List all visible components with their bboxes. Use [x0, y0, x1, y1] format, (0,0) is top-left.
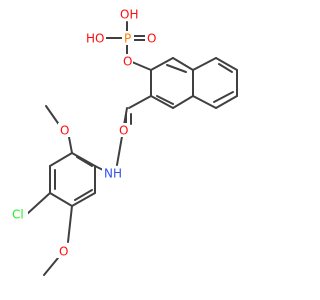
bond-36 — [68, 136, 73, 154]
bond-27 — [71, 152, 96, 167]
atom-label-carbonyl-o: O — [119, 124, 128, 138]
label-bg-phosphorus — [122, 31, 134, 45]
bond-20 — [218, 63, 233, 73]
bond-15 — [192, 57, 217, 71]
bond-13 — [166, 64, 187, 73]
label-bg-methoxy-top-o — [58, 123, 70, 137]
atom-label-amide-nh: NH — [104, 167, 122, 181]
bond-7 — [150, 57, 174, 71]
molecule-structure-diagram: OH HO P O O O NH O O Cl — [10, 7, 238, 276]
bond-31 — [71, 192, 96, 207]
atom-label-ho-left: HO — [86, 32, 104, 46]
atom-label-chloro: Cl — [12, 208, 24, 222]
bond-14 — [156, 95, 174, 105]
bond-38 — [67, 205, 73, 243]
bond-28 — [49, 152, 73, 167]
atom-label-p-double-o: O — [147, 32, 156, 46]
bond-8 — [172, 57, 194, 71]
label-bg-methoxy-bottom-o — [57, 244, 69, 258]
atom-label-methoxy-top-o: O — [60, 124, 69, 138]
label-bg-ester-o — [121, 54, 133, 68]
atom-label-ester-o: O — [123, 55, 132, 69]
bond-6 — [131, 61, 152, 71]
label-bg-p-double-o — [145, 31, 157, 45]
bond-30 — [49, 192, 73, 207]
bond-35 — [76, 156, 93, 167]
bond-10 — [172, 95, 194, 109]
bond-39 — [43, 257, 59, 276]
bond-16 — [215, 57, 238, 71]
bond-22 — [128, 95, 152, 109]
bond-18 — [215, 95, 238, 109]
label-bg-oh-top — [118, 7, 140, 21]
atom-label-oh-top: OH — [120, 8, 138, 22]
label-bg-chloro — [10, 207, 28, 221]
label-bg-carbonyl-o — [117, 123, 129, 137]
bond-19 — [192, 95, 217, 109]
bond-21 — [213, 91, 234, 103]
label-bg-amide-nh — [102, 166, 124, 180]
atom-label-phosphorus: P — [124, 32, 131, 46]
label-bg-ho-left — [84, 31, 106, 45]
atom-label-layer: OH HO P O O O NH O O Cl — [10, 7, 157, 259]
atom-label-methoxy-bottom-o: O — [59, 245, 68, 259]
bond-37 — [45, 105, 61, 127]
bond-11 — [150, 95, 174, 109]
bond-34 — [74, 189, 93, 201]
bond-40 — [26, 192, 51, 215]
